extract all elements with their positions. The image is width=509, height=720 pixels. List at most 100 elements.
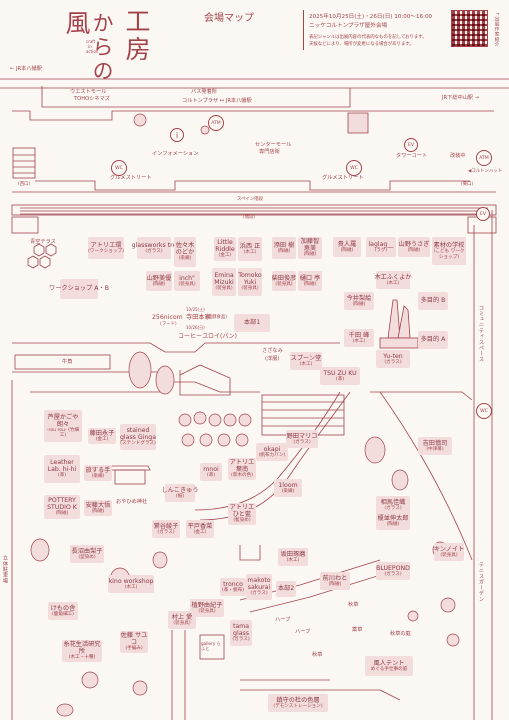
title-sub-1: craft [86, 39, 96, 44]
center-line-2: 専門店街 [259, 149, 280, 155]
shrine-label: おやひめ神社 [116, 499, 148, 505]
atm-top: ATM [208, 115, 224, 131]
title-col-2: からの [90, 12, 114, 84]
booth[interactable]: 山野美優(陶磁) [146, 271, 172, 291]
booth[interactable]: kino workshop(木工) [108, 575, 154, 593]
booth[interactable]: 糸花生活研究所(木工・十種) [62, 640, 102, 662]
info-icon[interactable]: i [170, 128, 184, 142]
title-sub-3: action [86, 49, 99, 54]
comi-label: コミュニティスペース [478, 305, 484, 362]
tower-label: タワーコート [396, 153, 428, 159]
booth[interactable]: 植野由紀子(装身具) [190, 599, 224, 617]
booth[interactable]: スプーン堂(木工) [290, 352, 322, 370]
parking-label: 立体駐車場 [2, 555, 8, 584]
booth[interactable]: makoto sakurai(ガラス) [246, 574, 272, 600]
herb-label-2: ハーブ [295, 629, 311, 635]
booth[interactable]: laglag__(ラグ) [366, 237, 396, 257]
booth[interactable]: stained glass Ginga(ステンドグラス) [120, 424, 156, 450]
booth[interactable]: 榎並伸太郎(陶磁) [376, 512, 410, 530]
qr-note: ↑出展作家紹介 [494, 12, 499, 47]
atm-right: ATM [476, 150, 492, 166]
booth[interactable]: BLUEPOND(ガラス) [376, 562, 410, 580]
booth[interactable]: 芦屋かごや 朗々-rou rou- (竹細工) [44, 410, 82, 442]
stage-date-1: 10/25(土) [186, 307, 205, 312]
booth[interactable]: mnoi(革) [200, 463, 222, 481]
booth[interactable]: 鷲谷綾子(ガラス) [152, 520, 180, 538]
booth[interactable]: 村上 愛(装身具) [168, 611, 196, 629]
booth[interactable]: 木工ふくよか(木工) [374, 271, 412, 289]
booth[interactable]: 多目的 B [418, 292, 448, 310]
booth[interactable]: 千田 峰(木工) [344, 329, 374, 347]
booth[interactable]: 添田 樹(陶磁) [272, 237, 296, 259]
booth[interactable]: 貴人羅(陶磁) [333, 237, 361, 257]
wc-park: WC [476, 403, 492, 419]
booth[interactable]: 多目的 A [418, 331, 448, 349]
booth[interactable]: 平戸香菜(金工) [186, 520, 214, 538]
booth[interactable]: しんこきゅう(紙) [161, 484, 199, 502]
booth[interactable]: けもの舎(鹿角細工) [48, 602, 78, 620]
booth[interactable]: 坂田琢磨(木工) [278, 548, 308, 566]
booth[interactable]: Little Riddle(金工) [214, 237, 236, 261]
booth[interactable]: Leather Lab. hi-hi(革) [44, 455, 80, 483]
herb-label-1: ハーブ [275, 617, 291, 623]
booth[interactable]: Emina Mizuki(装身具) [212, 268, 236, 296]
akikusa-label-2: 秋草 [312, 652, 323, 658]
wc-left: WC [111, 160, 127, 176]
booth[interactable]: 浜西 正(木工) [238, 237, 262, 261]
wc-right: WC [346, 160, 362, 176]
colton-label: ◀コルトンハット [468, 169, 503, 174]
booth[interactable]: 吉田慎司(中津箒) [418, 437, 452, 455]
booth[interactable]: ワークショップ A・B [49, 279, 109, 299]
booth[interactable]: 柴田俊彦(装身具) [272, 271, 296, 291]
ev-top: EV [404, 138, 418, 152]
booth[interactable]: 本部1 [234, 314, 270, 332]
gourmet-right: グルメストリート [322, 175, 364, 181]
booth[interactable]: inch"(装身具) [174, 271, 200, 291]
stage-brew-sub: (発酵食品) [206, 315, 227, 320]
title-col-1: 工房 [122, 8, 151, 64]
booth[interactable]: okapi(帆布カバン) [256, 443, 288, 461]
booth[interactable]: 風人テントめぐる手仕事の庭 [365, 656, 413, 676]
booth[interactable]: 相馬佳織(ガラス) [376, 496, 410, 514]
booth[interactable]: アトリエ ひと藍(藍染め) [228, 503, 256, 525]
booth[interactable]: 素材の学校(こども ワークショップ) [432, 237, 466, 265]
booth[interactable]: POTTERY STUDIO K(陶磁) [44, 495, 80, 519]
booth[interactable]: 安藤大悟(陶磁) [84, 500, 112, 516]
gallery-label: gallery らふと [201, 641, 221, 651]
mall-line-2: TOHOシネマズ [74, 96, 110, 102]
booth[interactable]: 旅する手(染織) [84, 465, 112, 481]
east-exit: (東口) [461, 182, 474, 187]
booth[interactable]: Tomoko Yuki(装身具) [238, 268, 262, 296]
booth[interactable]: 長沼由梨子(型染め) [70, 545, 104, 563]
bus-line-1: バス発着所 [191, 89, 217, 95]
booth[interactable]: 野田マリコ(ガラス) [286, 430, 318, 448]
west-exit: (西口) [18, 182, 31, 187]
gyukaku-label: 牛角 [62, 359, 73, 365]
booth[interactable]: 山野うさぎ(陶磁) [398, 237, 430, 257]
booth[interactable]: 佐々木のどか(染織) [174, 237, 196, 267]
sazanami-label: さざなみ [262, 348, 283, 354]
spain-steps-1: スペイン階段 [237, 197, 264, 202]
booth[interactable]: Yu-ten(ガラス) [376, 350, 410, 368]
booth[interactable]: 1loom(染織) [274, 479, 302, 497]
booth[interactable]: アトリエ 葉南(草木の色) [228, 458, 256, 480]
booth[interactable]: アトリエ環(ワークショップ) [88, 237, 124, 259]
booth[interactable]: 佐藤 サユコ(手編み) [120, 631, 148, 653]
booth[interactable]: glassworks tre(ガラス) [132, 237, 176, 259]
sazanami-sub: (洋服) [265, 356, 280, 362]
station-left: ← JR本八幡駅 [10, 66, 42, 72]
booth[interactable]: 本部2 [276, 581, 296, 597]
booth[interactable]: 今井梨絵(陶磁) [344, 292, 374, 310]
booth[interactable]: tronco(革・帆布) [220, 578, 246, 596]
qr-code-icon[interactable] [451, 10, 488, 47]
booth[interactable]: 鎮守の杜の色層(デモンストレーション) [268, 694, 328, 712]
booth[interactable]: tama glass(ガラス) [230, 620, 252, 646]
booth[interactable]: 加藤智恵美(陶磁) [298, 237, 322, 259]
spain-steps-2: (階段) [243, 215, 256, 220]
booth[interactable]: 樋口 亭(陶磁) [298, 271, 322, 291]
booth[interactable]: 前川わと(陶磁) [320, 572, 350, 590]
booth[interactable]: キンノイト(装身具) [434, 543, 464, 561]
stage-food: 256nicom [152, 314, 183, 321]
booth[interactable]: TSU ZU KU(革) [320, 367, 360, 385]
booth[interactable]: 藤田永子(金工) [88, 428, 116, 444]
